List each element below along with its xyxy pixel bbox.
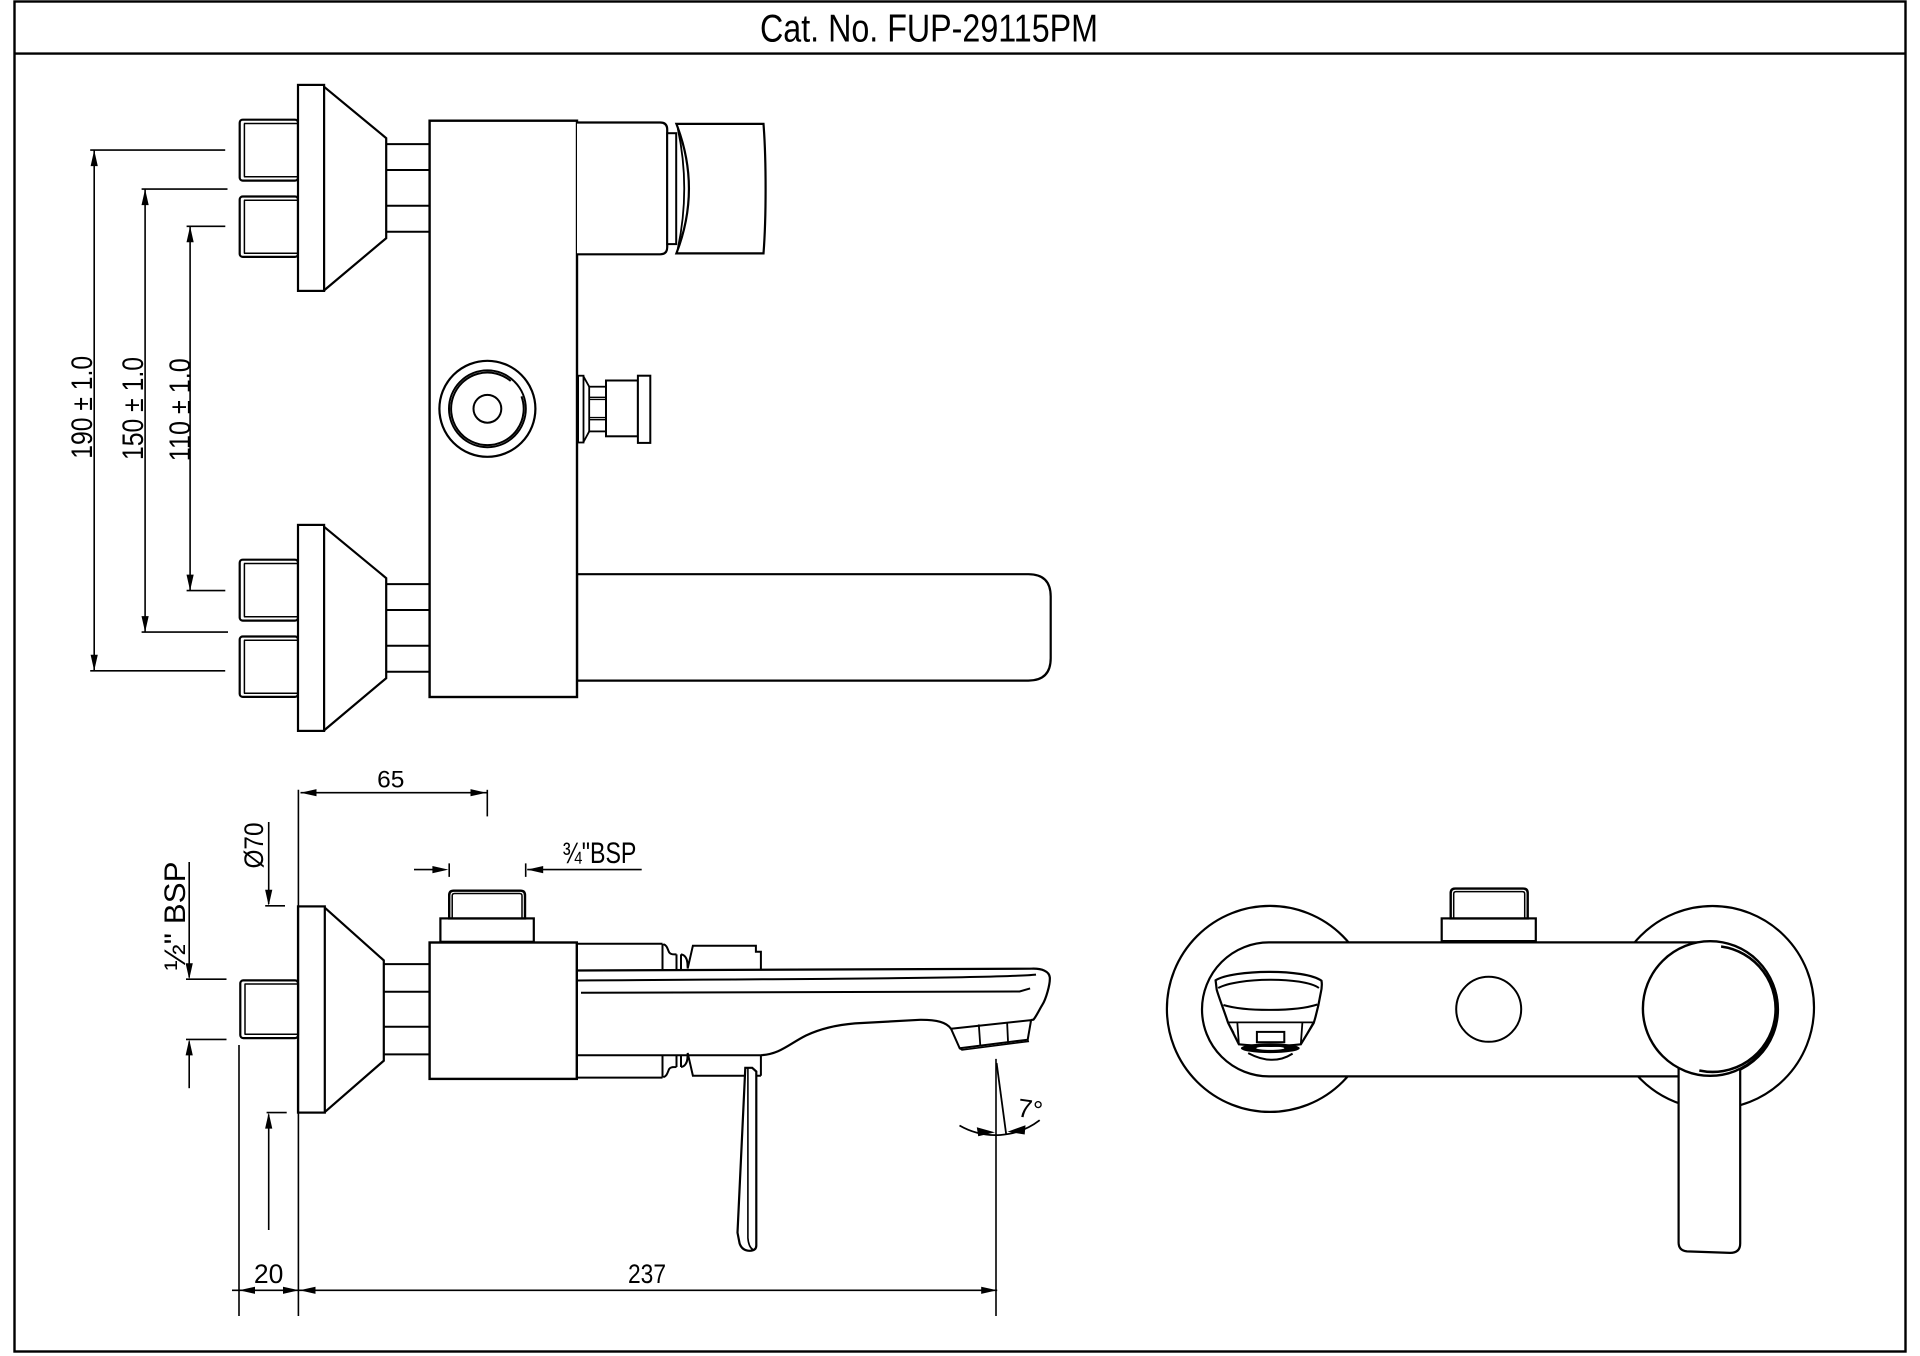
svg-text:110 ± 1.0: 110 ± 1.0 — [164, 358, 197, 461]
svg-text:Ø70: Ø70 — [239, 823, 269, 869]
svg-text:½" BSP: ½" BSP — [159, 861, 192, 970]
svg-text:20: 20 — [254, 1259, 283, 1289]
svg-text:65: 65 — [377, 767, 404, 794]
svg-text:237: 237 — [628, 1259, 666, 1289]
svg-text:7°: 7° — [1016, 1093, 1045, 1126]
svg-text:150 ± 1.0: 150 ± 1.0 — [117, 357, 150, 460]
svg-text:¾"BSP: ¾"BSP — [562, 837, 636, 870]
svg-text:Cat. No. FUP-29115PM: Cat. No. FUP-29115PM — [760, 8, 1098, 51]
svg-text:190 ± 1.0: 190 ± 1.0 — [66, 356, 99, 459]
